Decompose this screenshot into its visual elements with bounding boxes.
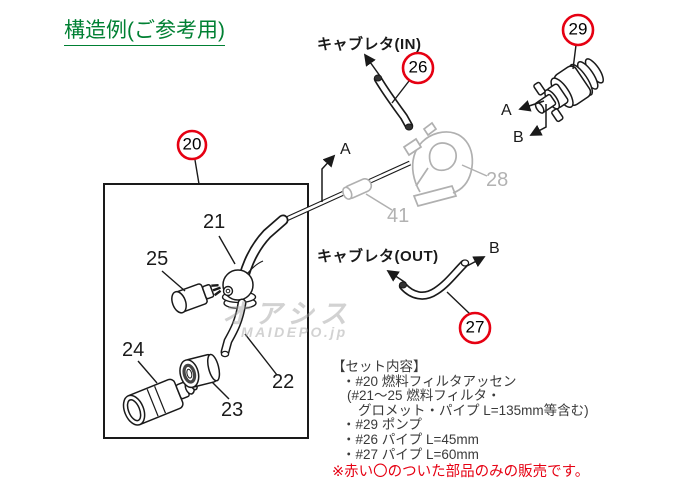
set-contents-heading: 【セット内容】 [332, 359, 427, 374]
leader-41 [365, 193, 393, 211]
carb-in-label: キャブレタ(IN) [317, 36, 422, 53]
part-25-drawing [171, 283, 222, 314]
pipe-22-drawing [220, 298, 247, 358]
part-label-24: 24 [122, 339, 145, 361]
circle-badge-29 [561, 13, 595, 47]
assembly-box-outline [103, 183, 309, 439]
flow-arrows [321, 53, 547, 284]
part-badge-26: 26 [408, 57, 428, 77]
set-contents-line: グロメット・パイプ L=135mm等含む) [358, 402, 589, 418]
part-badge-20: 20 [182, 134, 202, 154]
part-badge-29: 29 [568, 19, 588, 39]
part-label-41: 41 [387, 205, 410, 227]
set-contents-line: ・#26 パイプ L=45mm [342, 431, 479, 447]
port-label-a-pump: A [501, 102, 512, 119]
hose-26-drawing [373, 74, 414, 131]
sale-note: ※赤い〇のついた部品のみの販売です。 [332, 464, 590, 480]
circle-badge-26 [401, 51, 435, 85]
set-contents-line: ・#27 パイプ L=60mm [342, 446, 479, 462]
filter-assembly-drawing [221, 214, 289, 310]
red-part-circles [176, 13, 595, 345]
port-label-b-hose: B [489, 240, 500, 257]
leader-lines [137, 44, 577, 400]
cylinder-41-drawing [342, 178, 373, 200]
set-contents-block: 【セット内容】 ・#20 燃料フィルタアッセン (#21〜25 燃料フィルタ・ … [332, 359, 589, 462]
part-label-22: 22 [272, 371, 295, 393]
part-badge-27: 27 [465, 317, 485, 337]
watermark-shop-name: オアシス [222, 299, 353, 329]
part-label-28: 28 [486, 169, 509, 191]
carb-out-label: キャブレタ(OUT) [317, 248, 439, 265]
port-label-a-pipe: A [340, 141, 351, 158]
set-contents-line: ・#29 ポンプ [342, 417, 422, 433]
part-label-25: 25 [146, 248, 169, 270]
page-title: 構造例(ご参考用) [64, 14, 225, 46]
watermark-domain: MAIDEPO.jp [241, 324, 348, 340]
bracket-28-drawing [402, 121, 474, 208]
circle-badge-27 [458, 311, 492, 345]
set-contents-line: (#21〜25 燃料フィルタ・ [347, 388, 501, 404]
leader-28 [461, 164, 488, 177]
circle-badge-20 [176, 129, 208, 161]
port-label-b-pump: B [513, 129, 524, 146]
hose-27-drawing [398, 259, 470, 300]
set-contents-line: ・#20 燃料フィルタアッセン [342, 373, 517, 389]
part-label-23: 23 [221, 399, 244, 421]
pump-29-drawing [533, 58, 604, 123]
part-label-21: 21 [203, 211, 226, 233]
grommet-23-drawing [179, 353, 221, 389]
